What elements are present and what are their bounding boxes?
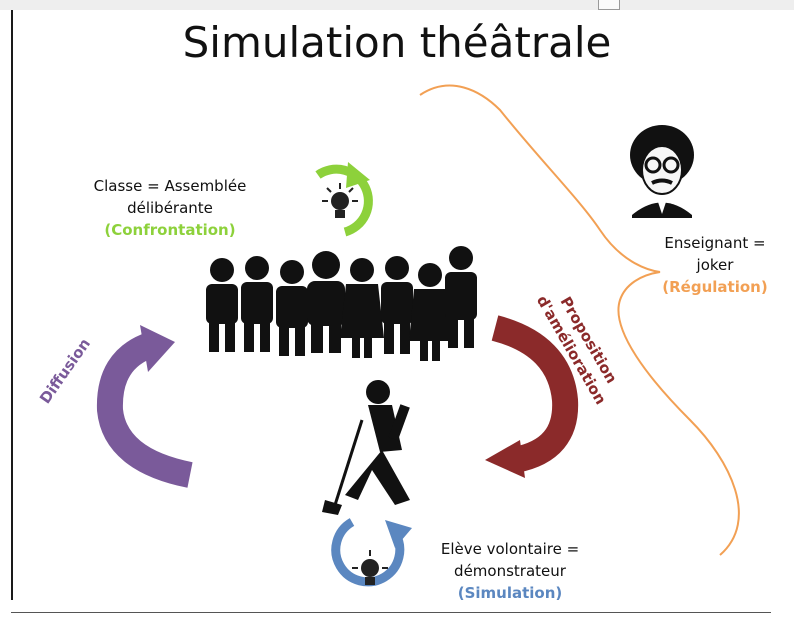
classe-line1: Classe = Assemblée [93,177,247,195]
trimmer-person-icon [322,380,410,515]
classe-label: Classe = Assemblée délibérante (Confront… [70,175,270,241]
blue-cycle-icon [331,518,412,587]
regulation-brace [419,84,740,556]
eleve-label: Elève volontaire = démonstrateur (Simula… [420,538,600,604]
toolbar-button[interactable] [598,0,620,10]
eleve-line1: Elève volontaire = [440,540,580,558]
diagram-title: Simulation théâtrale [182,18,612,67]
lightbulb-icon [322,183,358,218]
enseignant-line1: Enseignant = [664,234,766,252]
enseignant-label: Enseignant = joker (Régulation) [640,232,790,298]
eleve-line2: démonstrateur [454,562,566,580]
classe-line2: délibérante [127,199,213,217]
eleve-role: (Simulation) [457,584,563,602]
lightbulb-icon-2 [352,550,388,585]
enseignant-line2: joker [696,256,734,274]
diffusion-arrow [96,325,193,488]
enseignant-role: (Régulation) [662,278,768,296]
classe-role: (Confrontation) [104,221,236,239]
proposition-arrow [485,315,579,478]
top-toolbar [0,0,794,10]
frame-left-border [11,10,13,600]
crowd-icon [206,246,477,361]
teacher-avatar-icon [630,125,694,218]
frame-bottom-border [11,612,771,613]
green-cycle-icon [315,162,373,237]
